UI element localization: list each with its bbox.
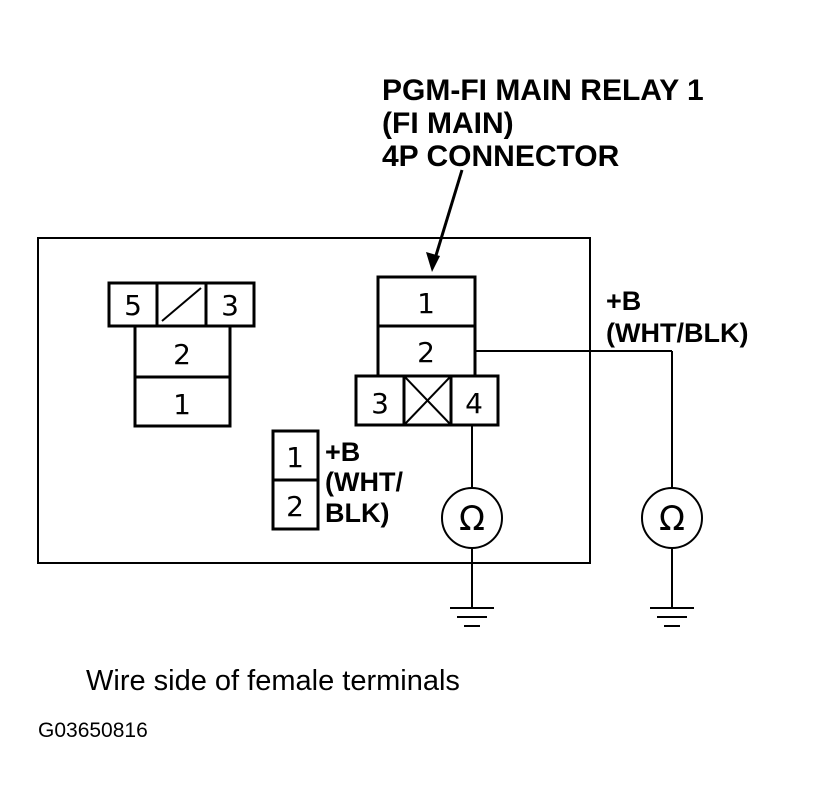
wire-pin2-to-meter — [475, 350, 673, 488]
left-pin-2: 2 — [173, 338, 191, 371]
connector-title-line1: PGM-FI MAIN RELAY 1 — [382, 74, 704, 107]
main-pin-2: 2 — [417, 336, 435, 369]
small-label-line3: BLK) — [325, 498, 389, 528]
connector-frame — [37, 237, 591, 564]
small-label-line2: (WHT/ — [325, 467, 403, 497]
ohmmeter-icon: Ω — [441, 487, 503, 549]
ground-icon — [650, 607, 694, 627]
outside-label-line2: (WHT/BLK) — [606, 318, 748, 348]
ohm-symbol-right: Ω — [659, 499, 685, 539]
left-connector: 5 3 2 1 — [107, 281, 256, 428]
left-pin-3: 3 — [221, 289, 239, 322]
main-4p-connector: 1 2 3 4 — [354, 275, 500, 427]
ground-icon — [450, 607, 494, 627]
connector-title-line2: (FI MAIN) — [382, 107, 514, 140]
main-pin-3: 3 — [371, 387, 389, 420]
figure-code: G03650816 — [38, 719, 148, 742]
diagram-caption: Wire side of female terminals — [86, 665, 460, 697]
small-2p-connector: 1 2 +B (WHT/ BLK) — [271, 429, 403, 531]
small-pin-2: 2 — [286, 490, 304, 523]
ohm-symbol-left: Ω — [459, 499, 485, 539]
main-pin-1: 1 — [417, 287, 435, 320]
small-pin-1: 1 — [286, 441, 304, 474]
left-pin-1: 1 — [173, 388, 191, 421]
connector-title-line3: 4P CONNECTOR — [382, 140, 620, 173]
left-pin-5: 5 — [124, 289, 142, 322]
small-label-line1: +B — [325, 437, 360, 467]
main-pin-4: 4 — [465, 387, 483, 420]
outside-label-line1: +B — [606, 286, 641, 316]
ohmmeter-icon: Ω — [641, 487, 703, 549]
pointer-arrow — [426, 169, 464, 272]
